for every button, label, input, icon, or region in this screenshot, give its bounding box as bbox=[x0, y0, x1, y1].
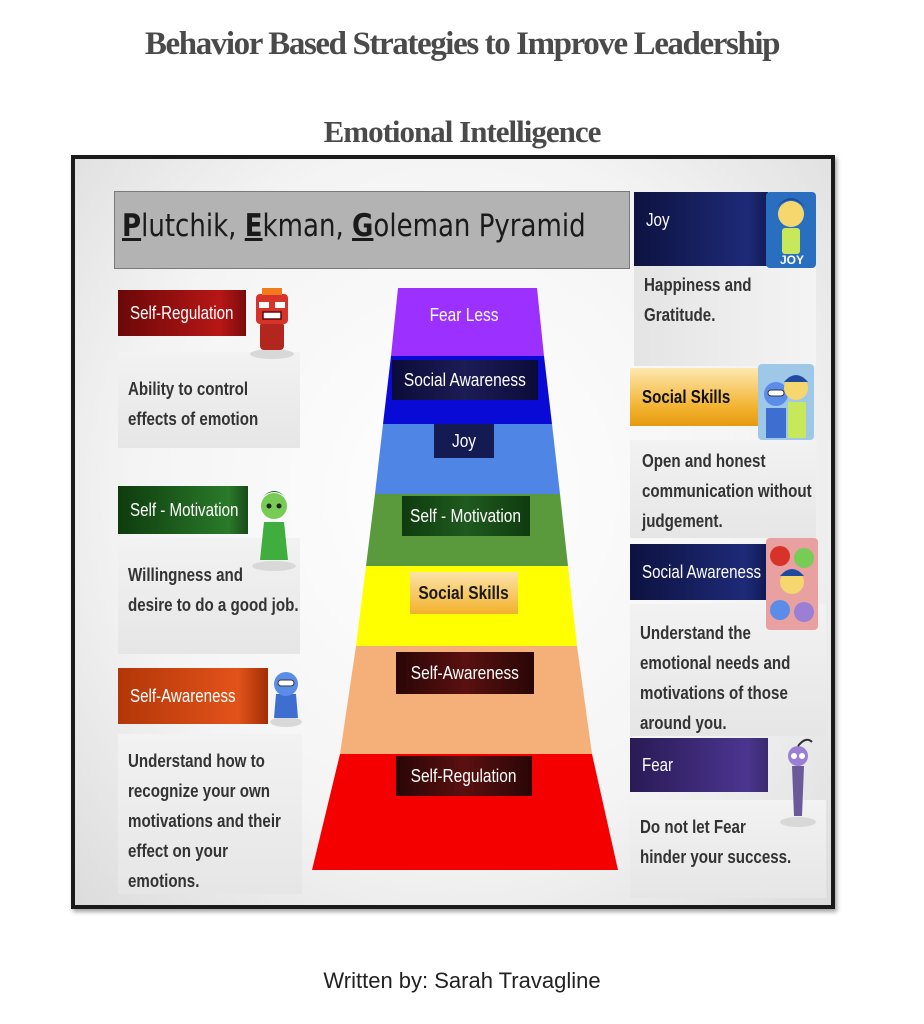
disgust-character-icon bbox=[252, 491, 296, 571]
social-skills-card bbox=[630, 440, 816, 538]
pyramid-label-self-motivation: Self - Motivation bbox=[402, 496, 530, 536]
pyramid-label-self-awareness: Self-Awareness bbox=[396, 652, 534, 694]
pyramid-label-self-regulation: Self-Regulation bbox=[396, 756, 532, 796]
anger-character-icon bbox=[250, 288, 294, 359]
joy-sadness-character-icon bbox=[758, 364, 814, 440]
self-motivation-header: Self - Motivation bbox=[118, 486, 248, 534]
group-characters-icon bbox=[766, 538, 818, 630]
joy-card bbox=[634, 266, 816, 366]
pyramid-title-banner bbox=[114, 191, 630, 269]
joy-header: Joy bbox=[634, 192, 768, 266]
self-regulation-card bbox=[118, 352, 300, 448]
fear-character-icon bbox=[780, 738, 816, 827]
pyramid-title: Plutchik, Ekman, Goleman Pyramid bbox=[122, 208, 586, 244]
document-title: Behavior Based Strategies to Improve Lea… bbox=[144, 26, 781, 62]
pyramid-tier-fear-less bbox=[391, 288, 544, 356]
joy-badge: JOY bbox=[780, 253, 804, 267]
joy-character-icon: JOY bbox=[766, 192, 816, 268]
pyramid-label-social-skills: Social Skills bbox=[410, 572, 518, 614]
fear-header: Fear bbox=[630, 738, 768, 792]
self-regulation-header: Self-Regulation bbox=[118, 290, 246, 336]
self-awareness-card bbox=[118, 734, 302, 894]
pyramid-label-joy: Joy bbox=[434, 424, 494, 458]
pyramid-label-social-awareness: Social Awareness bbox=[392, 360, 538, 400]
social-skills-header: Social Skills bbox=[630, 368, 758, 426]
document-subtitle: Emotional Intelligence bbox=[323, 114, 602, 149]
social-awareness-header: Social Awareness bbox=[630, 544, 766, 600]
pyramid-tier-joy bbox=[375, 424, 560, 494]
sadness-character-icon bbox=[270, 672, 302, 727]
pyramid-label-fear-less: Fear Less bbox=[429, 304, 499, 325]
author-credit: Written by: Sarah Travagline bbox=[323, 968, 601, 993]
fear-card bbox=[630, 800, 826, 898]
self-awareness-header: Self-Awareness bbox=[118, 668, 268, 724]
pyramid-tier-self-regulation bbox=[312, 754, 618, 870]
